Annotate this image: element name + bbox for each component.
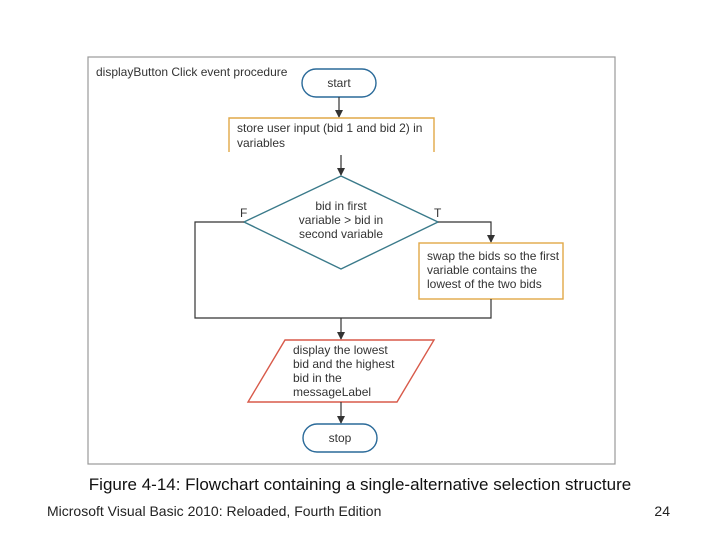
swap-line-2: variable contains the [427, 263, 537, 277]
stop-terminal [302, 423, 378, 453]
figure-caption: Figure 4-14: Flowchart containing a sing… [88, 475, 632, 494]
output-line-3: bid in the [293, 371, 342, 385]
decision-line-3: second variable [299, 227, 383, 241]
decision-line-2: variable > bid in [299, 213, 383, 227]
swap-line-1: swap the bids so the first [427, 249, 560, 263]
input-line-2: variables [237, 136, 285, 150]
frame-title: displayButton Click event procedure [96, 65, 288, 79]
input-process-box [228, 117, 435, 152]
false-branch-label: F [240, 206, 247, 220]
start-label: start [327, 76, 351, 90]
output-line-2: bid and the highest [293, 357, 395, 371]
true-branch-line [438, 221, 495, 243]
true-branch-label: T [434, 206, 442, 220]
swap-process-box [418, 242, 564, 300]
footer-book-title: Microsoft Visual Basic 2010: Reloaded, F… [47, 503, 382, 519]
swap-merge-line [341, 299, 492, 319]
swap-line-3: lowest of the two bids [427, 277, 542, 291]
decision-diamond [242, 175, 440, 270]
decision-line-1: bid in first [315, 199, 367, 213]
output-line-4: messageLabel [293, 385, 371, 399]
output-parallelogram [246, 339, 436, 403]
footer-page-number: 24 [654, 503, 670, 519]
false-branch-line [194, 221, 341, 319]
stop-label: stop [329, 431, 352, 445]
output-line-1: display the lowest [293, 343, 388, 357]
input-line-1: store user input (bid 1 and bid 2) in [237, 121, 422, 135]
